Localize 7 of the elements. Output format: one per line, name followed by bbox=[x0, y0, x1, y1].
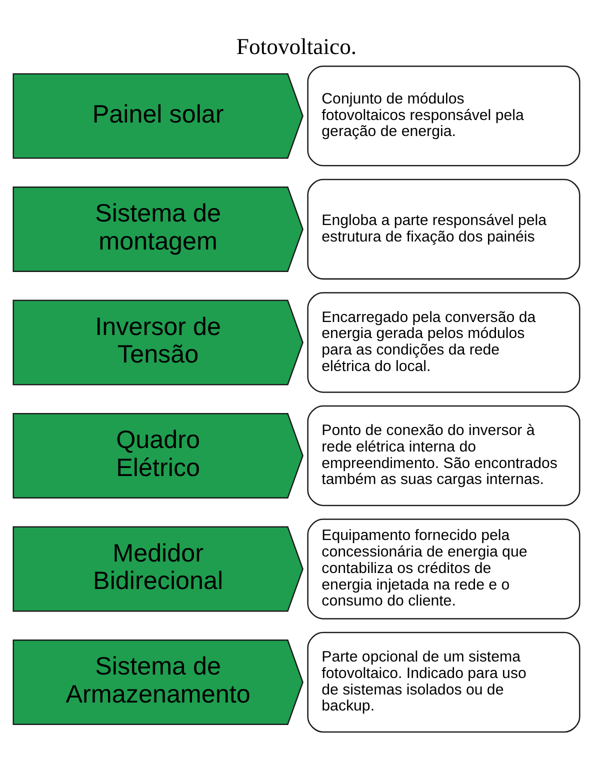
node-box: Engloba a parte responsável pela estrutura de fixação dos painéis bbox=[307, 178, 580, 280]
diagram-title: Fotovoltaico. bbox=[236, 34, 357, 59]
node-box: Conjunto de módulos fotovoltaicos responsável pela geração de energia. bbox=[307, 65, 580, 166]
node-box: Equipamento fornecido pela concessionária de energia que contabiliza os créditos de energia injetada na rede e o consumo do cliente. bbox=[307, 518, 580, 619]
node-box: Parte opcional de um sistema fotovoltaico. Indicado para uso de sistemas isolados ou de backup. bbox=[307, 631, 580, 732]
node-box: Encarregado pela conversão da energia gerada pelos módulos para as condições da rede elétrica do local. bbox=[307, 292, 580, 392]
node-box: Ponto de conexão do inversor à rede elétrica interna do empreendimento. São encontrados também as suas cargas internas. bbox=[307, 404, 580, 506]
